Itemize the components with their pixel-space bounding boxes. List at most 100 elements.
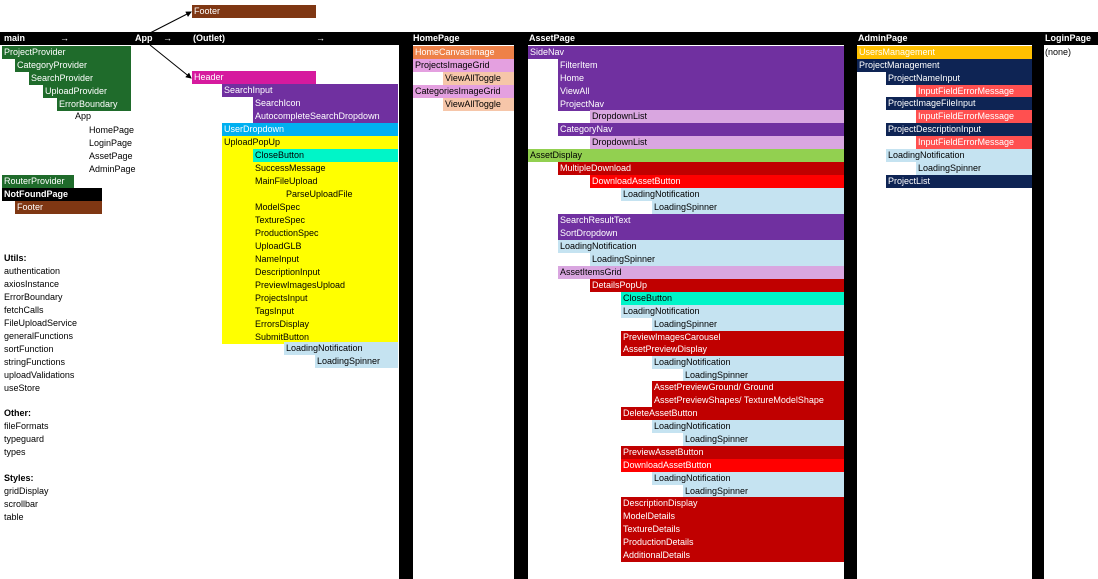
input-field-error-3: InputFieldErrorMessage	[916, 136, 1032, 149]
users-management: UsersManagement	[857, 46, 1032, 59]
search-icon: SearchIcon	[253, 97, 398, 110]
util-item: FileUploadService	[4, 318, 78, 328]
util-item: useStore	[4, 383, 41, 393]
util-item: ErrorBoundary	[4, 292, 63, 302]
asset-items-grid: AssetItemsGrid	[558, 266, 844, 279]
router-provider: RouterProvider	[2, 175, 74, 188]
loading-spinner-5: LoadingSpinner	[683, 433, 844, 446]
description-input: DescriptionInput	[253, 266, 398, 279]
other-item: types	[4, 447, 26, 457]
loading-notification-5: LoadingNotification	[652, 420, 844, 433]
categories-view-all-toggle: ViewAllToggle	[443, 98, 514, 111]
util-item: uploadValidations	[4, 370, 75, 380]
project-nav: ProjectNav	[558, 98, 844, 111]
adminpage-node: AdminPage	[89, 164, 136, 174]
loading-notification-4: LoadingNotification	[652, 356, 844, 369]
filter-item: FilterItem	[558, 59, 844, 72]
home-canvas-image: HomeCanvasImage	[413, 46, 514, 59]
upload-glb: UploadGLB	[253, 240, 398, 253]
asset-preview-display: AssetPreviewDisplay	[621, 343, 844, 356]
error-boundary: ErrorBoundary	[57, 98, 131, 111]
footer-top: Footer	[192, 5, 316, 18]
loading-spinner-4: LoadingSpinner	[683, 369, 844, 382]
texture-details: TextureDetails	[621, 523, 844, 536]
tags-input: TagsInput	[253, 305, 398, 318]
not-found-page: NotFoundPage	[2, 188, 102, 201]
errors-display: ErrorsDisplay	[253, 318, 398, 331]
model-spec: ModelSpec	[253, 201, 398, 214]
loginpage-node: LoginPage	[89, 138, 133, 148]
admin-loading-notification: LoadingNotification	[886, 149, 1032, 162]
preview-images-carousel: PreviewImagesCarousel	[621, 331, 844, 344]
download-asset-button-1: DownloadAssetButton	[590, 175, 844, 188]
asset-preview-shapes: AssetPreviewShapes/ TextureModelShape	[652, 394, 844, 407]
footer-left: Footer	[15, 201, 102, 214]
details-close-button: CloseButton	[621, 292, 844, 305]
download-asset-button-2: DownloadAssetButton	[621, 459, 844, 472]
sort-dropdown: SortDropdown	[558, 227, 844, 240]
loading-spinner-1: LoadingSpinner	[652, 201, 844, 214]
header-bar-admin: AdminPage	[844, 32, 1032, 45]
util-item: sortFunction	[4, 344, 54, 354]
column-divider-4	[1032, 45, 1044, 579]
loading-spinner-2: LoadingSpinner	[590, 253, 844, 266]
project-provider: ProjectProvider	[2, 46, 131, 59]
header-admin: AdminPage	[858, 33, 908, 43]
header-app: App	[135, 33, 153, 43]
input-field-error-1: InputFieldErrorMessage	[916, 85, 1032, 98]
style-item: scrollbar	[4, 499, 39, 509]
preview-images-upload: PreviewImagesUpload	[253, 279, 398, 292]
util-item: fetchCalls	[4, 305, 44, 315]
upload-loading-spinner: LoadingSpinner	[315, 355, 398, 368]
details-popup: DetailsPopUp	[590, 279, 844, 292]
project-name-input: ProjectNameInput	[886, 72, 1032, 85]
header-component: Header	[192, 71, 316, 84]
side-nav: SideNav	[528, 46, 844, 59]
app-node: App	[75, 111, 92, 121]
header-bar-left: main → App → (Outlet) →	[0, 32, 400, 45]
parse-upload-file: ParseUploadFile	[284, 188, 398, 201]
asset-display: AssetDisplay	[528, 149, 844, 162]
description-display: DescriptionDisplay	[621, 497, 844, 510]
project-description-input: ProjectDescriptionInput	[886, 123, 1032, 136]
projects-view-all-toggle: ViewAllToggle	[443, 72, 514, 85]
main-file-upload: MainFileUpload	[253, 175, 398, 188]
multiple-download: MultipleDownload	[558, 162, 844, 175]
categories-image-grid: CategoriesImageGrid	[413, 85, 514, 98]
upload-close-button: CloseButton	[253, 149, 398, 162]
autocomplete-search-dropdown: AutocompleteSearchDropdown	[253, 110, 398, 123]
homepage-node: HomePage	[89, 125, 135, 135]
assetpage-node: AssetPage	[89, 151, 133, 161]
category-dropdown-list: DropdownList	[590, 136, 844, 149]
column-divider-3	[844, 45, 857, 579]
header-login: LoginPage	[1045, 33, 1092, 43]
login-none: (none)	[1045, 47, 1072, 57]
category-nav: CategoryNav	[558, 123, 844, 136]
model-details: ModelDetails	[621, 510, 844, 523]
input-field-error-2: InputFieldErrorMessage	[916, 110, 1032, 123]
loading-spinner-3: LoadingSpinner	[652, 318, 844, 331]
project-dropdown-list: DropdownList	[590, 110, 844, 123]
loading-notification-1: LoadingNotification	[621, 188, 844, 201]
production-details: ProductionDetails	[621, 536, 844, 549]
loading-notification-6: LoadingNotification	[652, 472, 844, 485]
style-item: table	[4, 512, 24, 522]
project-list: ProjectList	[886, 175, 1032, 188]
submit-button: SubmitButton	[253, 331, 398, 344]
project-image-file-input: ProjectImageFileInput	[886, 97, 1032, 110]
header-arrow-1: →	[60, 33, 69, 43]
header-bar-asset: AssetPage	[515, 32, 844, 45]
project-management: ProjectManagement	[857, 59, 1032, 72]
style-item: gridDisplay	[4, 486, 49, 496]
other-item: typeguard	[4, 434, 45, 444]
header-asset: AssetPage	[529, 33, 576, 43]
upload-provider: UploadProvider	[43, 85, 131, 98]
projects-input: ProjectsInput	[253, 292, 398, 305]
nav-home: Home	[558, 72, 844, 85]
loading-notification-2: LoadingNotification	[558, 240, 844, 253]
other-item: fileFormats	[4, 421, 49, 431]
arrow-app-to-footer	[149, 11, 192, 34]
header-main: main	[4, 33, 26, 43]
column-divider-2	[514, 45, 528, 579]
